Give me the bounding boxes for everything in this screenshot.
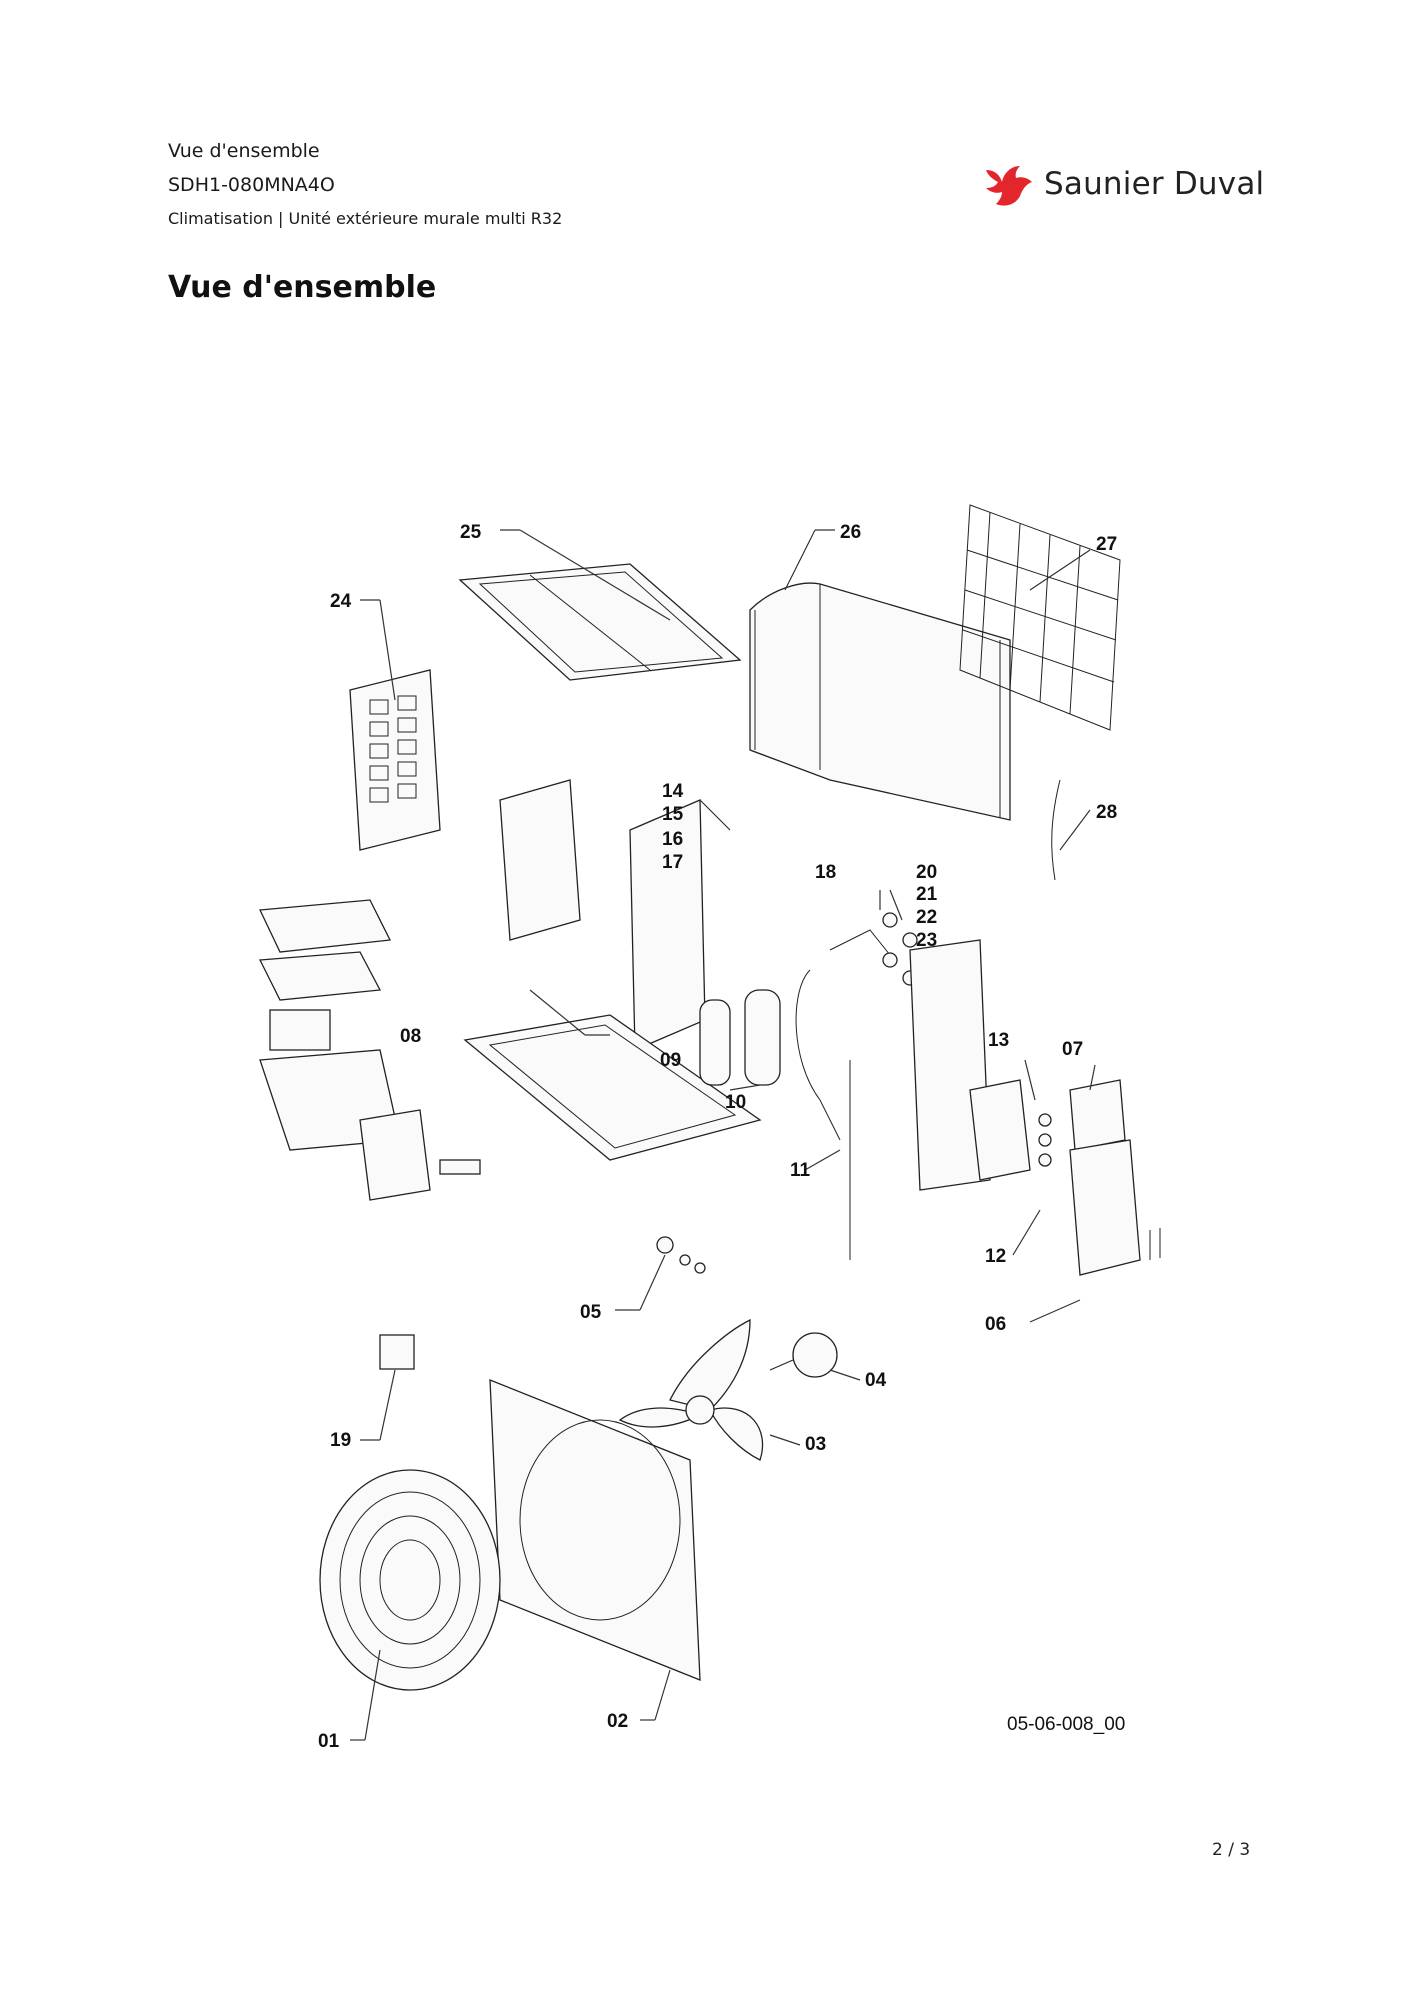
partition-plate-part: [499, 779, 706, 1051]
rear-grille-part: [959, 504, 1121, 731]
capacitor-part: [379, 1334, 415, 1370]
callout-14: 14: [662, 781, 684, 802]
side-panel-part: [349, 669, 441, 851]
model-number: SDH1-080MNA4O: [168, 174, 335, 196]
callout-11: 11: [790, 1160, 811, 1181]
callout-06: 06: [985, 1314, 1006, 1335]
callout-25: 25: [460, 522, 482, 543]
callout-05: 05: [580, 1302, 602, 1323]
callout-02: 02: [607, 1711, 628, 1732]
right-panel-part: [909, 939, 1052, 1191]
section-label: Vue d'ensemble: [168, 140, 320, 162]
callout-10: 10: [725, 1092, 746, 1113]
fan-support-part: [656, 1236, 706, 1274]
exploded-view-diagram: 25 26 27 24 28 14 15 16 17 18 20 21 22 2…: [258, 504, 1161, 1752]
control-box-part: [258, 899, 481, 1201]
callout-01: 01: [318, 1731, 340, 1752]
base-pan-part: [463, 1014, 762, 1161]
valve-cover-part: [1069, 1079, 1161, 1276]
callout-16: 16: [662, 829, 683, 850]
fan-blade-part: [618, 1318, 764, 1461]
drawing-code: 05-06-008_00: [1007, 1714, 1125, 1735]
piping-part: [795, 929, 891, 1260]
callout-07: 07: [1062, 1039, 1083, 1060]
top-cover-part: [458, 563, 742, 681]
compressor-part: [699, 989, 781, 1086]
callout-20: 20: [916, 862, 937, 883]
callout-26: 26: [840, 522, 861, 543]
callout-23: 23: [916, 930, 937, 951]
bird-icon: [986, 166, 1032, 206]
callout-08: 08: [400, 1026, 421, 1047]
callout-21: 21: [916, 884, 938, 905]
callout-04: 04: [865, 1370, 887, 1391]
callout-27: 27: [1096, 534, 1117, 555]
callout-22: 22: [916, 907, 937, 928]
callout-03: 03: [805, 1434, 826, 1455]
callout-15: 15: [662, 804, 684, 825]
callout-24: 24: [330, 591, 352, 612]
callout-17: 17: [662, 852, 683, 873]
fan-guard-part: [319, 1469, 501, 1691]
page-number: 2 / 3: [1212, 1840, 1251, 1860]
callout-09: 09: [660, 1050, 681, 1071]
brand-name: Saunier Duval: [1044, 166, 1265, 202]
callout-12: 12: [985, 1246, 1006, 1267]
callout-13: 13: [988, 1030, 1009, 1051]
page-title: Vue d'ensemble: [168, 270, 437, 305]
condenser-coil-part: [749, 582, 1011, 821]
brand-logo: Saunier Duval: [982, 158, 1264, 210]
callout-18: 18: [815, 862, 836, 883]
callout-19: 19: [330, 1430, 351, 1451]
callout-28: 28: [1096, 802, 1117, 823]
product-category: Climatisation | Unité extérieure murale …: [168, 209, 563, 228]
fan-motor-part: [769, 1332, 838, 1378]
valve-assembly-part: [882, 912, 918, 986]
front-panel-part: [489, 1379, 701, 1681]
document-header: Vue d'ensemble SDH1-080MNA4O Climatisati…: [168, 134, 562, 236]
sensor-wire-part: [1051, 779, 1061, 881]
